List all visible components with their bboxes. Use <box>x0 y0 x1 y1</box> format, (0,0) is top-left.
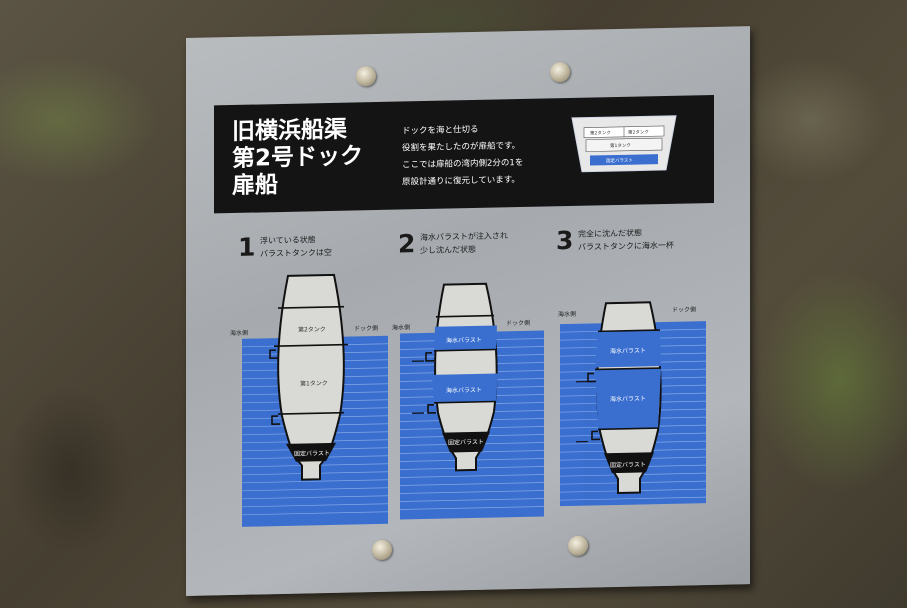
step-caption-line: バラストタンクは空 <box>260 247 332 259</box>
step-caption: 浮いている状態 バラストタンクは空 <box>260 232 400 261</box>
caisson-overview-diagram: 第2タンク 第2タンク 第1タンク 固定バラスト <box>571 115 677 173</box>
sea-side-label: 海水側 <box>558 310 576 318</box>
mini-tank-label: 第2タンク <box>628 128 649 135</box>
tank-label: 固定バラスト <box>448 438 484 447</box>
tank-label: 固定バラスト <box>610 460 646 469</box>
tank-label: 第2タンク <box>298 325 326 334</box>
mini-tank-label: 第1タンク <box>610 142 631 149</box>
mini-tank-label: 第2タンク <box>590 129 611 136</box>
mini-tank-label: 固定バラスト <box>606 157 633 165</box>
title-banner: 旧横浜船渠 第2号ドック 扉船 ドックを海と仕切る 役割を果たしたのが扉船です。… <box>214 94 714 214</box>
step-number: 3 <box>556 225 574 256</box>
step-1-diagram: 海水側 ドック側 <box>230 273 388 527</box>
tank-label: 海水バラスト <box>446 336 482 345</box>
screw-bottom-right <box>568 535 588 556</box>
step-2-diagram: 海水側 ドック側 <box>392 282 544 520</box>
title-line: 旧横浜船渠 <box>232 116 347 146</box>
caisson-hull <box>412 282 498 472</box>
dock-side-label: ドック側 <box>354 324 378 333</box>
step-number: 1 <box>238 232 256 262</box>
step-caption-line: 少し沈んだ状態 <box>420 244 476 256</box>
screw-top-left <box>356 66 376 87</box>
step-caption: 海水バラストが注入され 少し沈んだ状態 <box>420 228 560 257</box>
step-caption-line: バラストタンクに海水一杯 <box>578 240 674 252</box>
tank-label: 海水バラスト <box>446 386 482 395</box>
sea-side-label: 海水側 <box>230 329 248 337</box>
sea-side-label: 海水側 <box>392 323 410 331</box>
step-caption: 完全に沈んだ状態 バラストタンクに海水一杯 <box>578 225 718 254</box>
caisson-hull <box>269 273 348 481</box>
step-number: 2 <box>398 229 416 259</box>
tank-label: 海水バラスト <box>610 394 646 403</box>
screw-top-right <box>550 61 570 83</box>
step-3-diagram: 海水側 ドック側 <box>558 301 706 507</box>
tank-label: 固定バラスト <box>294 449 330 458</box>
description-line: 原設計通りに復元しています。 <box>402 175 520 188</box>
dock-side-label: ドック側 <box>672 305 696 314</box>
dock-side-label: ドック側 <box>506 319 530 328</box>
plaque-description: ドックを海と仕切る 役割を果たしたのが扉船です。 ここでは扉船の湾内側2分の1を… <box>402 120 582 192</box>
caisson-hull <box>576 301 662 494</box>
tank-label: 第1タンク <box>300 379 328 388</box>
title-line: 第2号ドック <box>232 143 364 173</box>
plaque-title: 旧横浜船渠 第2号ドック 扉船 <box>232 116 382 200</box>
tank-label: 海水バラスト <box>610 346 646 355</box>
title-line: 扉船 <box>232 172 278 200</box>
screw-bottom-left <box>372 539 392 561</box>
information-plaque: 旧横浜船渠 第2号ドック 扉船 ドックを海と仕切る 役割を果たしたのが扉船です。… <box>186 26 750 596</box>
